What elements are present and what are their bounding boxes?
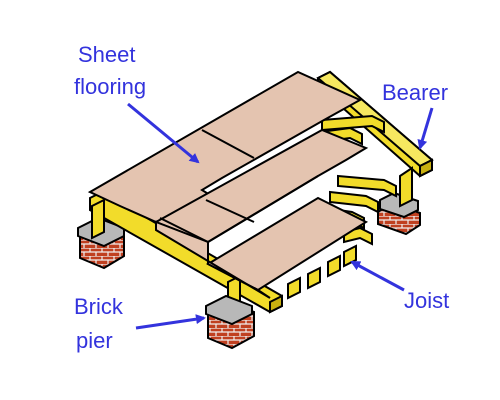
brick-pier-front (205, 294, 255, 350)
sheet-flooring (87, 70, 369, 299)
arrow-sheet-flooring (127, 102, 200, 164)
label-bearer: Bearer (382, 80, 448, 105)
label-sheet-line2: flooring (74, 74, 146, 99)
arrow-brick-pier (135, 314, 206, 330)
label-sheet-line1: Sheet (78, 42, 136, 67)
joists-front (287, 244, 357, 300)
arrow-bearer (417, 107, 434, 150)
label-brick-line1: Brick (74, 294, 124, 319)
label-joist: Joist (404, 288, 449, 313)
arrow-joist (350, 260, 405, 292)
label-brick-line2: pier (76, 328, 113, 353)
